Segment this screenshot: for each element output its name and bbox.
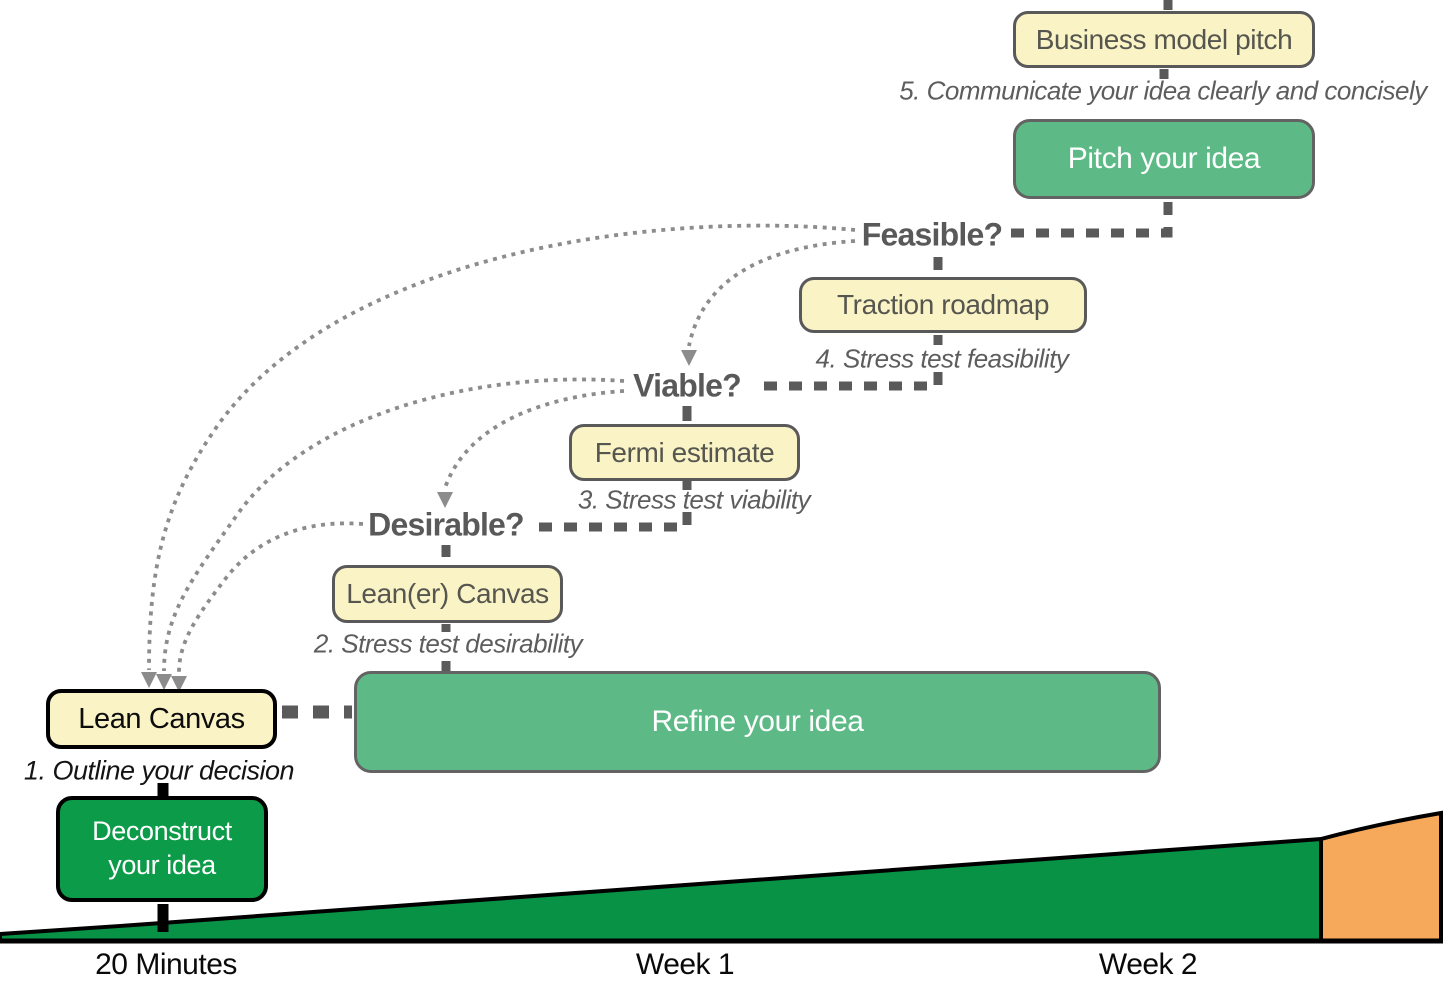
- fermi-estimate-label: Fermi estimate: [594, 436, 775, 468]
- traction-roadmap-box: Traction roadmap: [799, 277, 1087, 333]
- feasible-question-label: Feasible?: [861, 216, 1003, 253]
- business-model-pitch-box: Business model pitch: [1013, 11, 1315, 68]
- pitch-your-idea-box: Pitch your idea: [1013, 119, 1315, 199]
- viable-question-label: Viable?: [633, 367, 741, 404]
- deconstruct-your-idea-box: Deconstruct your idea: [56, 796, 268, 902]
- return-arc-feasible-to-lean-canvas: [147, 223, 856, 671]
- timeline-wedge: [0, 810, 1443, 944]
- fermi-estimate-box: Fermi estimate: [569, 424, 800, 481]
- timeline-label-week-2: Week 2: [1098, 948, 1198, 981]
- pitch-your-idea-label: Pitch your idea: [1067, 142, 1261, 175]
- traction-roadmap-label: Traction roadmap: [837, 289, 1049, 320]
- step5-caption: 5. Communicate your idea clearly and con…: [899, 75, 1427, 106]
- arrowhead-into-lean-canvas-2: [156, 674, 172, 690]
- step1-caption: 1. Outline your decision: [23, 755, 295, 786]
- deconstruct-your-idea-label-line1: Deconstruct: [92, 816, 232, 847]
- arrowhead-into-desirable: [437, 492, 453, 508]
- timeline-label-20-minutes: 20 Minutes: [95, 948, 237, 981]
- lean-canvas-box: Lean Canvas: [46, 689, 277, 749]
- connector-pitch-to-feasible: [1006, 202, 1173, 238]
- desirable-question-label: Desirable?: [368, 506, 524, 543]
- timeline-wedge-orange: [1319, 810, 1443, 943]
- lean-canvas-label: Lean Canvas: [78, 702, 245, 735]
- arrowhead-into-lean-canvas-3: [171, 676, 187, 692]
- connector-caption4-to-viable: [755, 372, 943, 391]
- step3-caption: 3. Stress test viability: [577, 484, 811, 515]
- refine-your-idea-box: Refine your idea: [354, 671, 1161, 773]
- timeline-wedge-green: [0, 836, 1323, 943]
- business-model-pitch-label: Business model pitch: [1035, 23, 1293, 55]
- timeline-label-week-1: Week 1: [635, 948, 735, 981]
- leaner-canvas-label: Lean(er) Canvas: [346, 578, 549, 609]
- refine-your-idea-label: Refine your idea: [651, 705, 864, 738]
- leaner-canvas-box: Lean(er) Canvas: [332, 565, 563, 623]
- arrowhead-into-lean-canvas-1: [141, 672, 157, 688]
- return-arc-viable-to-desirable: [443, 389, 625, 489]
- step2-caption: 2. Stress test desirability: [313, 628, 583, 659]
- arrowhead-into-viable: [681, 350, 697, 366]
- step4-caption: 4. Stress test feasibility: [815, 343, 1069, 374]
- deconstruct-your-idea-label-line2: your idea: [108, 850, 216, 880]
- connector-caption3-to-desirable: [530, 512, 692, 532]
- return-arc-desirable-to-lean-canvas: [177, 521, 364, 673]
